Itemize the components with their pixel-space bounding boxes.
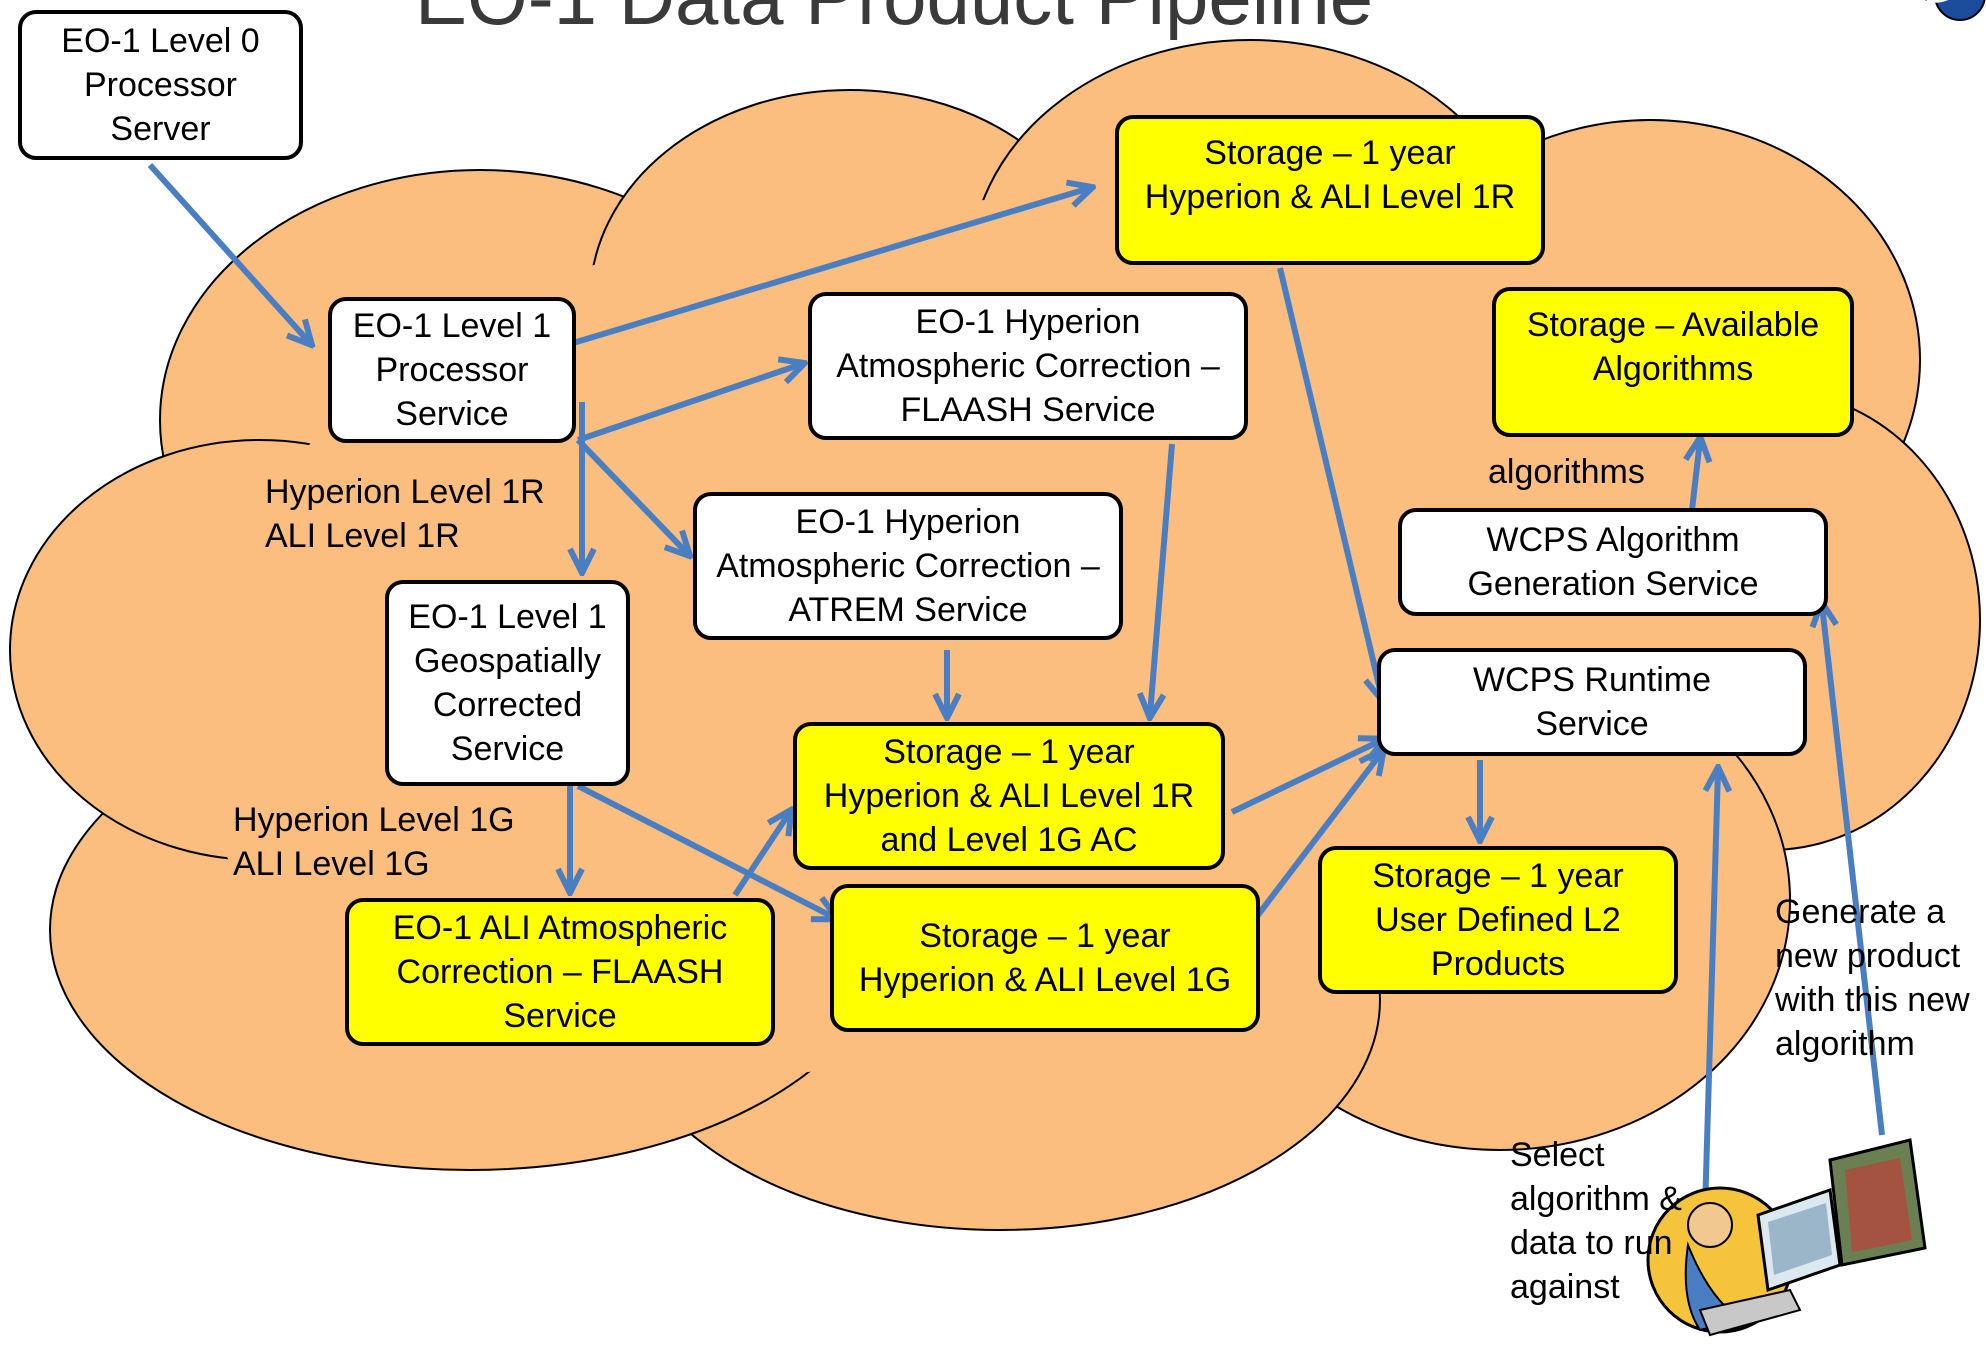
storage-algorithms-label: Storage – Available Algorithms — [1526, 306, 1820, 388]
arrow-flaash-to-storageac — [1150, 443, 1175, 715]
storage-l2-products-label: Storage – 1 year User Defined L2 Product… — [1372, 857, 1624, 983]
arrow-user-to-wcps — [1822, 605, 1885, 1136]
storage-l2-products-box: Storage – 1 year User Defined L2 Product… — [1318, 846, 1678, 994]
ali-flaash-service-label: EO-1 ALI Atmospheric Correction – FLAASH… — [392, 909, 728, 1035]
arrow-geo-to-storage1g — [576, 783, 835, 918]
l1-processor-service-label: EO-1 Level 1 Processor Service — [352, 307, 552, 433]
l1-geospatial-service-box: EO-1 Level 1 Geospatially Corrected Serv… — [385, 580, 630, 786]
arrow-l1-to-storage1r — [572, 188, 1090, 346]
arrow-storage1r-to-runtime — [1277, 267, 1382, 698]
arrow-wcps-to-algorithms — [1692, 440, 1700, 511]
wcps-algorithm-service-box: WCPS Algorithm Generation Service — [1398, 508, 1828, 616]
storage-algorithms-box: Storage – Available Algorithms — [1492, 287, 1854, 437]
ali-flaash-service-box: EO-1 ALI Atmospheric Correction – FLAASH… — [345, 898, 775, 1046]
l0-processor-server-box: EO-1 Level 0 Processor Server — [18, 10, 303, 160]
select-algorithm-label: Select algorithm & data to run against — [1510, 1136, 1682, 1306]
wcps-runtime-service-label: WCPS Runtime Service — [1472, 661, 1712, 743]
hyperion-flaash-service-box: EO-1 Hyperion Atmospheric Correction – F… — [808, 292, 1248, 440]
wcps-runtime-service-box: WCPS Runtime Service — [1377, 648, 1807, 756]
hyperion-atrem-service-label: EO-1 Hyperion Atmospheric Correction – A… — [716, 503, 1100, 629]
user-at-computer-icon — [1646, 1138, 1927, 1337]
arrow-storageac-to-runtime — [1230, 740, 1382, 815]
storage-level-1g-box: Storage – 1 year Hyperion & ALI Level 1G — [830, 884, 1260, 1032]
wcps-algorithm-service-label: WCPS Algorithm Generation Service — [1467, 521, 1759, 603]
l1-geospatial-service-label: EO-1 Level 1 Geospatially Corrected Serv… — [408, 598, 607, 768]
storage-1r-1g-ac-box: Storage – 1 year Hyperion & ALI Level 1R… — [793, 722, 1225, 870]
storage-1r-1g-ac-label: Storage – 1 year Hyperion & ALI Level 1R… — [823, 733, 1195, 859]
level-1g-label: Hyperion Level 1G ALI Level 1G — [233, 801, 515, 883]
arrow-l0-to-l1 — [147, 162, 310, 343]
l1-processor-service-box: EO-1 Level 1 Processor Service — [328, 297, 576, 443]
storage-level-1r-box: Storage – 1 year Hyperion & ALI Level 1R — [1115, 115, 1545, 265]
page-title: EO-1 Data Product Pipeline — [415, 0, 1373, 43]
arrow-ali-flaash-to-storageac — [732, 812, 790, 897]
hyperion-flaash-service-label: EO-1 Hyperion Atmospheric Correction – F… — [836, 303, 1220, 429]
arrow-user-to-runtime — [1702, 770, 1718, 1211]
algorithms-label: algorithms — [1488, 453, 1645, 491]
storage-level-1r-label: Storage – 1 year Hyperion & ALI Level 1R — [1144, 134, 1516, 216]
level-1r-label: Hyperion Level 1R ALI Level 1R — [265, 473, 545, 555]
arrows — [147, 162, 1885, 1211]
generate-product-label: Generate a new product with this new alg… — [1775, 893, 1970, 1063]
hyperion-atrem-service-box: EO-1 Hyperion Atmospheric Correction – A… — [693, 492, 1123, 640]
arrow-storage1g-to-runtime — [1255, 752, 1382, 917]
logo-icon — [1924, 0, 1986, 21]
storage-level-1g-label: Storage – 1 year Hyperion & ALI Level 1G — [858, 917, 1232, 999]
l0-processor-server-label: EO-1 Level 0 Processor Server — [61, 22, 260, 148]
arrow-l1-to-atrem — [575, 437, 688, 554]
arrow-l1-to-flaash — [577, 364, 802, 443]
